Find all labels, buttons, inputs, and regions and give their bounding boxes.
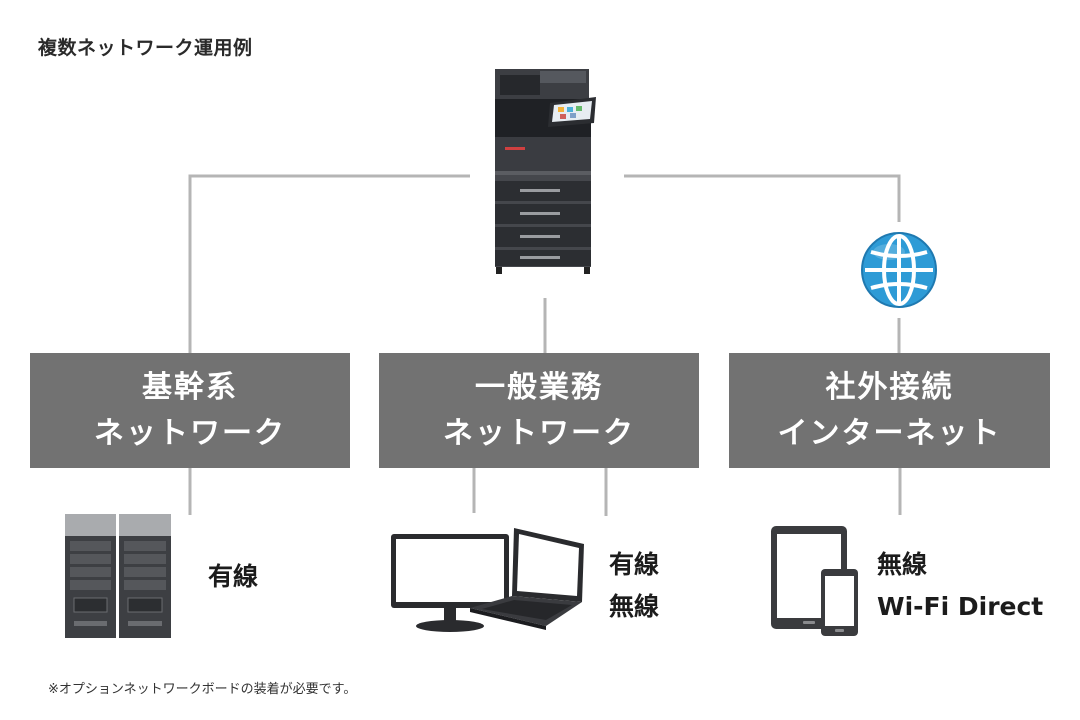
- multifunction-printer-icon: [495, 69, 596, 274]
- core-network-box: 基幹系 ネットワーク: [30, 353, 350, 468]
- external-network-label-line1: 社外接続: [825, 369, 954, 405]
- external-network-box: 社外接続 インターネット: [729, 353, 1050, 468]
- core-connection-label: 有線: [208, 562, 259, 591]
- general-network-label-line1: 一般業務: [475, 369, 603, 405]
- core-network-label-line1: 基幹系: [142, 369, 238, 405]
- desktop-monitor-icon: [391, 534, 509, 632]
- footnote: ※オプションネットワークボードの装着が必要です。: [48, 682, 357, 697]
- external-connection-label-wireless: 無線: [877, 550, 928, 579]
- line-mfp-to-internet: [624, 174, 901, 222]
- core-network-label-line2: ネットワーク: [94, 415, 286, 451]
- external-network-label-line2: インターネット: [777, 415, 1002, 451]
- server-icon: [65, 514, 171, 638]
- general-network-box: 一般業務 ネットワーク: [379, 353, 699, 468]
- smartphone-icon: [821, 569, 858, 636]
- diagram-title: 複数ネットワーク運用例: [38, 37, 253, 59]
- general-network-label-line2: ネットワーク: [443, 415, 635, 451]
- laptop-icon: [470, 528, 584, 630]
- external-connection-label-wifi-direct: Wi-Fi Direct: [877, 592, 1044, 621]
- tablet-icon: [771, 526, 847, 629]
- line-mfp-to-core: [188, 174, 470, 353]
- globe-icon: [861, 232, 937, 308]
- general-connection-label-wired: 有線: [609, 550, 660, 579]
- general-connection-label-wireless: 無線: [609, 592, 660, 621]
